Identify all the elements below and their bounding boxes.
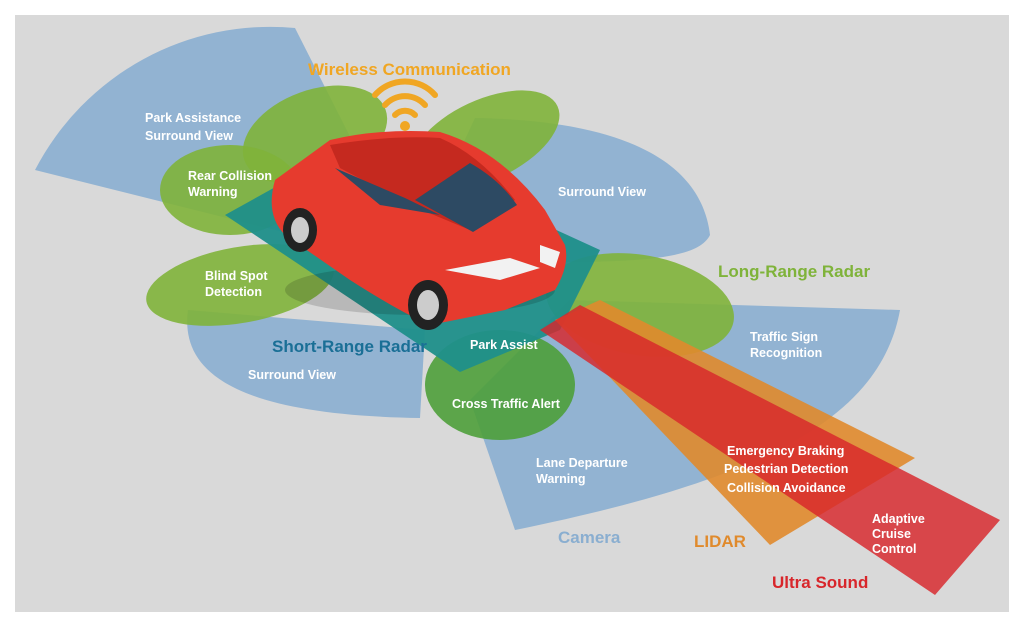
label-park-assist: Park Assist xyxy=(470,338,538,352)
label-acc-1: Adaptive xyxy=(872,512,925,526)
label-traffic-sign-1: Traffic Sign xyxy=(750,330,818,344)
label-blind-spot-2: Detection xyxy=(205,285,262,299)
label-traffic-sign-2: Recognition xyxy=(750,346,822,360)
camera-fan-left xyxy=(187,310,425,418)
heading-lidar: LIDAR xyxy=(694,532,746,551)
ultrasound-beam xyxy=(540,305,1000,595)
label-rear-collision-1: Rear Collision xyxy=(188,169,272,183)
heading-short-range-radar: Short-Range Radar xyxy=(272,337,427,356)
label-blind-spot-1: Blind Spot xyxy=(205,269,268,283)
label-lane-departure-1: Lane Departure xyxy=(536,456,628,470)
wireless-icon xyxy=(372,78,438,131)
radar-lobe-blind-spot xyxy=(146,244,334,326)
label-acc-2: Cruise xyxy=(872,527,911,541)
label-surround-view-front: Surround View xyxy=(558,185,646,199)
label-surround-view-left: Surround View xyxy=(248,368,336,382)
label-acc-3: Control xyxy=(872,542,916,556)
heading-camera: Camera xyxy=(558,528,621,547)
label-lane-departure-2: Warning xyxy=(536,472,586,486)
label-pedestrian-detection: Pedestrian Detection xyxy=(724,462,848,476)
car xyxy=(271,131,567,330)
label-collision-avoidance: Collision Avoidance xyxy=(727,481,846,495)
label-emergency-braking: Emergency Braking xyxy=(727,444,844,458)
heading-long-range-radar: Long-Range Radar xyxy=(718,262,870,281)
heading-wireless: Wireless Communication xyxy=(308,60,511,79)
label-park-assistance: Park Assistance xyxy=(145,111,241,125)
label-rear-collision-2: Warning xyxy=(188,185,238,199)
label-cross-traffic-alert: Cross Traffic Alert xyxy=(452,397,561,411)
heading-ultra-sound: Ultra Sound xyxy=(772,573,868,592)
label-surround-view-rear: Surround View xyxy=(145,129,233,143)
